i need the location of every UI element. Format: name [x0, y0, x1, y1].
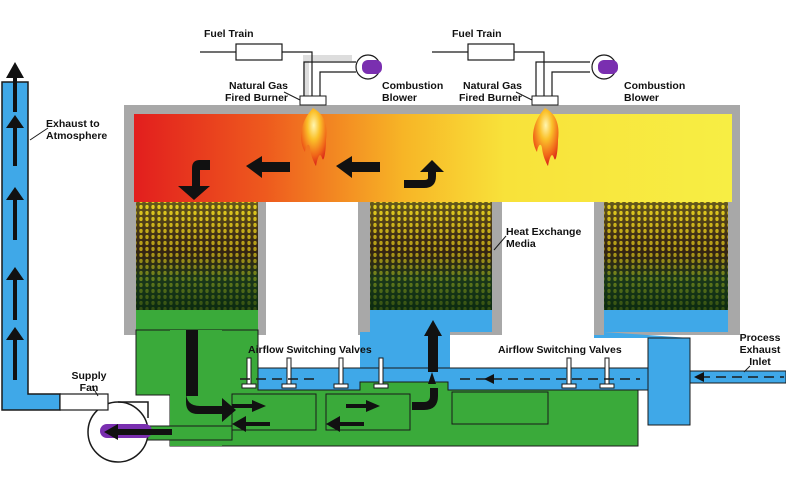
exhaust-label: Exhaust to Atmosphere — [46, 118, 108, 142]
valves-1-label: Airflow Switching Valves — [248, 344, 372, 356]
media-bed-3 — [604, 202, 728, 310]
blower-2-label: Combustion Blower — [624, 80, 686, 104]
fuel-train-2-label: Fuel Train — [452, 28, 502, 40]
casing-gap-2 — [502, 202, 594, 335]
casing-gap-1 — [266, 202, 358, 335]
combustion-chamber — [134, 114, 732, 202]
fuel-train-1-assembly — [200, 43, 382, 106]
supply-fan — [59, 393, 152, 463]
leader-lines — [29, 91, 751, 397]
flame-icon — [533, 108, 559, 166]
valves-2-label: Airflow Switching Valves — [498, 344, 622, 356]
burner-2-label: Natural Gas Fired Burner — [458, 80, 522, 104]
heat-media-label: Heat Exchange Media — [506, 226, 582, 250]
burner-1-label: Natural Gas Fired Burner — [224, 80, 288, 104]
valve-stems — [241, 357, 615, 389]
blower-1-label: Combustion Blower — [382, 80, 444, 104]
process-inlet-label: Process Exhaust Inlet — [739, 332, 781, 368]
inlet-flow-dashes — [240, 376, 784, 380]
plenum-3 — [604, 310, 728, 332]
flame-icon — [301, 108, 327, 166]
flow-arrows — [178, 156, 444, 200]
media-bed-1 — [136, 202, 258, 310]
plenum-1 — [136, 310, 258, 332]
exhaust-arrows — [6, 62, 24, 380]
media-bed-2 — [370, 202, 492, 310]
fuel-train-1-label: Fuel Train — [204, 28, 254, 40]
supply-fan-label: Supply Fan — [71, 370, 107, 394]
fuel-train-2-assembly — [432, 43, 618, 106]
duct-flow-arrows — [104, 320, 442, 440]
plenum-2 — [370, 310, 492, 332]
